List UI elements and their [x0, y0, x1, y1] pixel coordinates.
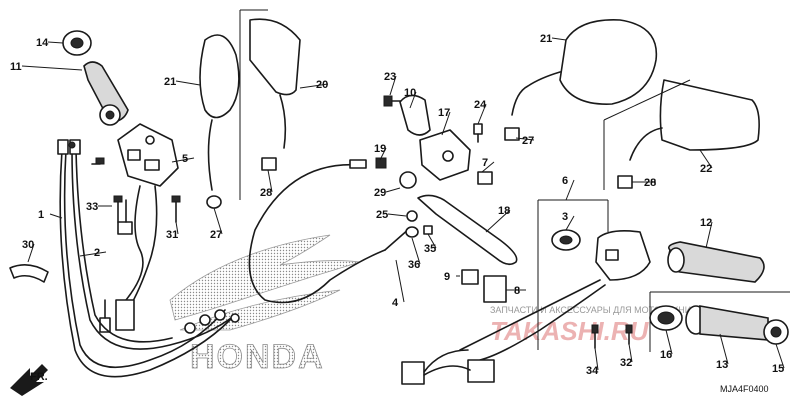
- part-number-label: 3: [562, 211, 568, 223]
- part-number-label: 2: [94, 247, 100, 259]
- part-number-label: 8: [514, 285, 520, 297]
- part-number-label: 6: [562, 175, 568, 187]
- part-number-label: 32: [620, 357, 632, 369]
- leader-line: [411, 237, 421, 265]
- part-number-label: 36: [408, 259, 420, 271]
- part-number-label: 25: [376, 209, 388, 221]
- part-number-label: 16: [660, 349, 672, 361]
- left-grip-assembly: [62, 30, 129, 126]
- part-number-label: 5: [182, 153, 188, 165]
- leader-line: [21, 65, 83, 71]
- leader-line: [481, 161, 495, 173]
- right-screws: [591, 324, 633, 349]
- leader-line: [175, 221, 179, 235]
- part-number-label: 28: [644, 177, 656, 189]
- part-number-label: 4: [392, 297, 399, 309]
- part-number-label: 31: [166, 229, 178, 241]
- leader-line: [409, 91, 417, 109]
- leader-line: [389, 75, 397, 96]
- part-number-label: 34: [586, 365, 599, 377]
- part-number-label: 33: [86, 201, 98, 213]
- throttle-cables: [57, 139, 240, 378]
- honda-wing-logo: HONDA: [169, 234, 361, 376]
- part-number-label: 18: [498, 205, 510, 217]
- leader-line: [551, 37, 567, 41]
- leader-line: [171, 157, 195, 163]
- part-number-label: 22: [700, 163, 712, 175]
- leader-line: [665, 329, 673, 355]
- leader-line: [628, 343, 633, 363]
- part-number-label: 28: [260, 187, 272, 199]
- leader-line: [175, 80, 201, 86]
- part-number-label: 35: [424, 243, 436, 255]
- watermark-text: ЗАПЧАСТИ И АКСЕССУАРЫ ДЛЯ МОТОТЕХНИКИ: [490, 305, 703, 315]
- left-switch-housing: [99, 123, 179, 333]
- diagram-code: MJA4F0400: [720, 384, 769, 394]
- part-number-label: 29: [374, 187, 386, 199]
- right-switch-housing: [401, 229, 651, 385]
- part-number-label: 21: [164, 76, 176, 88]
- leader-line: [79, 251, 107, 257]
- leader-line: [775, 343, 785, 369]
- part-number-label: 19: [374, 143, 386, 155]
- leader-line: [719, 333, 729, 365]
- leader-line: [27, 243, 35, 263]
- part-number-label: 14: [36, 37, 49, 49]
- part-number-label: 17: [438, 107, 450, 119]
- part-number-label: 23: [384, 71, 396, 83]
- leader-line: [565, 179, 575, 201]
- part-number-label: 11: [10, 61, 22, 73]
- leader-line: [515, 137, 535, 141]
- leader-line: [427, 233, 437, 249]
- right-grip: [667, 241, 765, 283]
- leader-line: [395, 259, 405, 303]
- left-screws: [91, 157, 181, 223]
- leader-line: [565, 215, 575, 231]
- part-number-label: 27: [522, 135, 534, 147]
- leader-line: [441, 111, 451, 136]
- right-mirror-22: [617, 79, 760, 189]
- leader-line: [379, 147, 387, 161]
- part-number-label: 15: [772, 363, 784, 375]
- cable-band: [9, 264, 49, 283]
- leader-line: [477, 103, 487, 125]
- part-number-label: 27: [210, 229, 222, 241]
- part-number-label: 30: [22, 239, 34, 251]
- leader-line: [387, 213, 407, 217]
- leader-line: [299, 83, 329, 89]
- part-number-label: 10: [404, 87, 416, 99]
- lever-assembly: [375, 94, 518, 266]
- leader-line: [47, 41, 64, 44]
- part-number-label: 1: [38, 209, 44, 221]
- left-mirror: [199, 34, 240, 209]
- front-marker-label: FR.: [30, 371, 48, 383]
- part-number-label: 20: [316, 79, 328, 91]
- right-mirror: [504, 19, 658, 141]
- switch-parts: [461, 269, 507, 303]
- part-number-label: 24: [474, 99, 487, 111]
- grip-heater-set: [649, 305, 789, 345]
- part-number-label: 9: [444, 271, 450, 283]
- leader-line: [213, 207, 223, 235]
- part-number-label: 21: [540, 33, 552, 45]
- part-number-label: 7: [482, 157, 488, 169]
- brand-wordmark: HONDA: [190, 338, 325, 376]
- front-arrow: FR.: [10, 364, 48, 396]
- leader-line: [49, 213, 63, 219]
- leader-line: [267, 169, 273, 193]
- leader-line: [385, 187, 401, 193]
- leader-line: [699, 149, 713, 169]
- bracket-line-22-top: [603, 79, 691, 121]
- mirror-20: [249, 18, 301, 171]
- leader-line: [485, 209, 511, 233]
- part-number-label: 12: [700, 217, 712, 229]
- part-number-label: 13: [716, 359, 728, 371]
- leader-line: [594, 347, 599, 371]
- leader-line: [705, 221, 713, 249]
